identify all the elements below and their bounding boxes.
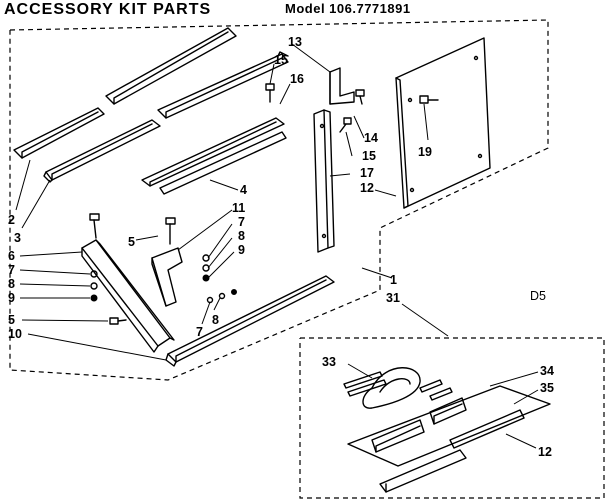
upper-strip-a [105, 27, 237, 105]
screw-15-top [265, 83, 275, 103]
callout-17: 17 [360, 166, 374, 180]
callout-12-panel: 12 [360, 181, 374, 195]
callout-9-right: 9 [238, 243, 245, 257]
part-4-strip [141, 117, 287, 195]
model-number: Model 106.7771891 [285, 1, 411, 16]
part-33-strips [343, 371, 453, 401]
part-3-channel [43, 119, 161, 183]
figure-code: D5 [530, 289, 546, 303]
part-34-block-a [429, 397, 467, 425]
part-33-loop [362, 367, 421, 409]
hardware-stack-left [90, 270, 98, 302]
hardware-stack-right [202, 254, 210, 282]
callout-10: 10 [8, 327, 22, 341]
callout-14: 14 [364, 131, 378, 145]
callout-9-left: 9 [8, 291, 15, 305]
kit-31-boundary [299, 337, 605, 499]
callout-1: 1 [390, 273, 397, 287]
callout-8-bottom: 8 [212, 313, 219, 327]
part-11-bracket [151, 247, 183, 307]
callout-31: 31 [386, 291, 400, 305]
callout-15-top: 15 [274, 53, 288, 67]
callout-7-bottom: 7 [196, 325, 203, 339]
part-17-channel [313, 109, 335, 253]
screw-5-right [165, 217, 176, 245]
callout-4: 4 [240, 183, 247, 197]
callout-7-left: 7 [8, 263, 15, 277]
leader-lines [15, 43, 539, 449]
callout-19: 19 [418, 145, 432, 159]
callout-7-right: 7 [238, 215, 245, 229]
callout-13: 13 [288, 35, 302, 49]
part-12-base-sheet [347, 385, 551, 493]
upper-strip-b [157, 51, 289, 119]
screw-5-left [89, 213, 100, 239]
page-title: ACCESSORY KIT PARTS [4, 1, 211, 18]
callout-33: 33 [322, 355, 336, 369]
callout-2: 2 [8, 213, 15, 227]
callout-8-left: 8 [8, 277, 15, 291]
callout-35: 35 [540, 381, 554, 395]
part-2-strip [13, 107, 105, 159]
hardware-stack-bottom [206, 289, 237, 304]
callout-11: 11 [232, 201, 245, 215]
callout-15-mid: 15 [362, 149, 376, 163]
callout-3: 3 [14, 231, 21, 245]
screw-14 [355, 89, 365, 105]
callout-16: 16 [290, 72, 304, 86]
callout-5-left: 5 [8, 313, 15, 327]
callout-12-kit: 12 [538, 445, 552, 459]
screw-15-mid [339, 117, 352, 133]
callout-6: 6 [8, 249, 15, 263]
screw-19 [419, 95, 439, 104]
part-13-bracket [329, 67, 355, 105]
main-kit-boundary [9, 19, 549, 381]
screw-5-lower [109, 317, 127, 325]
callout-34: 34 [540, 364, 554, 378]
part-35-block-b [371, 419, 425, 453]
callout-5-right: 5 [128, 235, 135, 249]
part-10-rail [165, 275, 335, 367]
callout-8-right: 8 [238, 229, 245, 243]
part-12-panel [395, 37, 491, 209]
